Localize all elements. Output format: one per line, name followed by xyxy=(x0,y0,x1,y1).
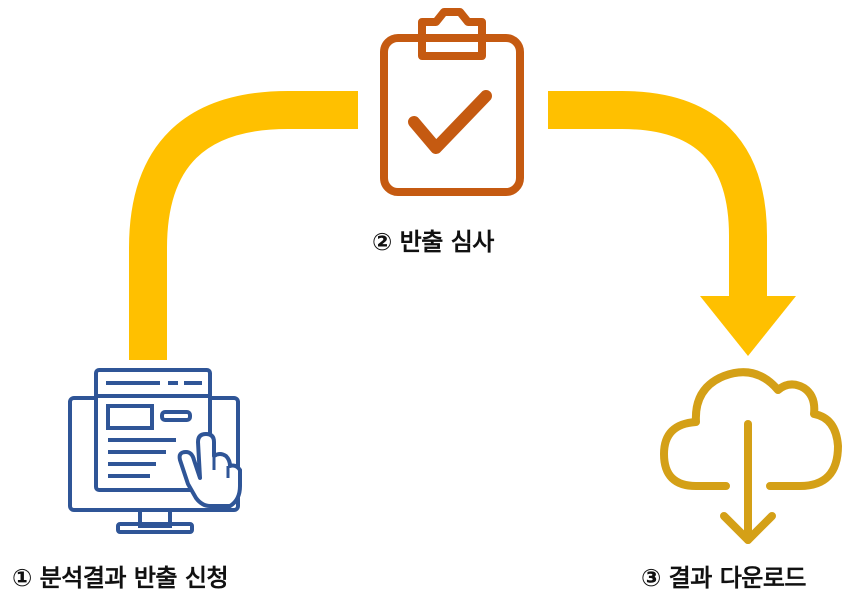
computer-click-icon xyxy=(68,368,242,534)
connector-arrow-left xyxy=(129,91,358,360)
step-1-label: ① 분석결과 반출 신청 xyxy=(12,564,229,592)
cloud-download-icon xyxy=(660,368,842,544)
connector-arrow-right xyxy=(548,91,767,298)
step-2-label: ② 반출 심사 xyxy=(372,228,494,256)
step-3-label: ③ 결과 다운로드 xyxy=(641,564,807,592)
connector-arrowhead xyxy=(700,296,796,356)
clipboard-check-icon xyxy=(380,8,524,196)
